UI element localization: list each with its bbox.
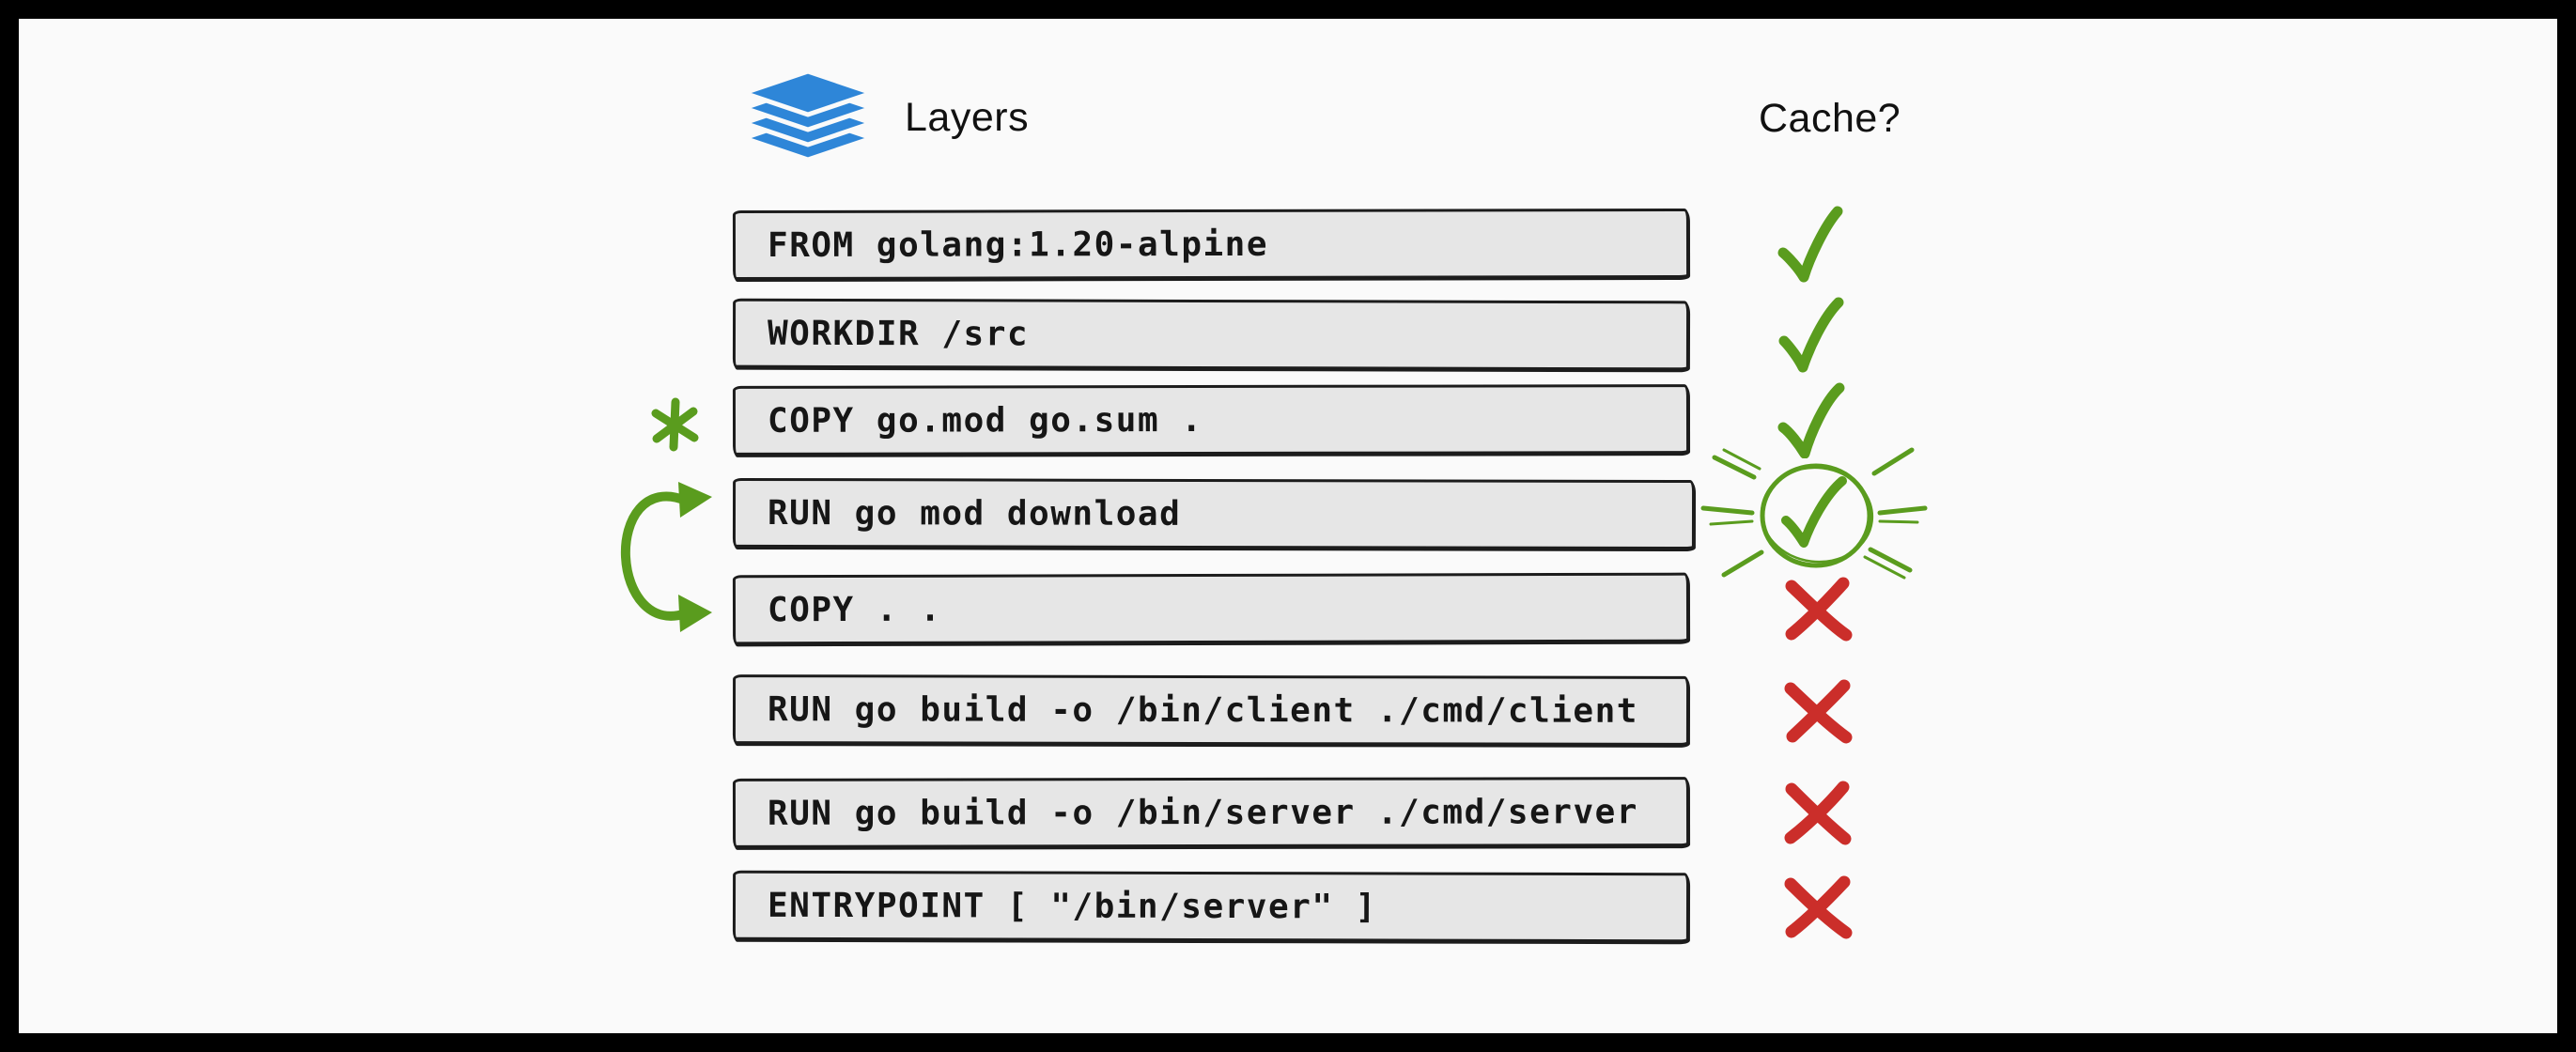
instruction-box-build-server: RUN go build -o /bin/server ./cmd/server xyxy=(732,777,1690,848)
cache-hit-check-icon xyxy=(1774,294,1845,378)
instruction-box-build-client: RUN go build -o /bin/client ./cmd/client xyxy=(732,674,1690,746)
instruction-label: RUN go build -o /bin/server ./cmd/server xyxy=(767,792,1638,833)
cache-hit-emphasized-check-icon xyxy=(1675,436,1957,600)
swap-arrow-icon xyxy=(611,475,716,642)
instruction-label: RUN go mod download xyxy=(767,493,1182,534)
asterisk-icon xyxy=(649,397,700,456)
instruction-box-entrypoint: ENTRYPOINT [ "/bin/server" ] xyxy=(732,870,1690,943)
cache-hit-check-icon xyxy=(1774,204,1845,287)
cache-hit-check-icon xyxy=(1774,379,1845,463)
instruction-box-workdir: WORKDIR /src xyxy=(732,298,1690,371)
cache-column-title: Cache? xyxy=(1759,96,1901,141)
instruction-label: FROM golang:1.20-alpine xyxy=(767,224,1269,265)
layers-column-title: Layers xyxy=(905,95,1030,140)
instruction-label: RUN go build -o /bin/client ./cmd/client xyxy=(767,689,1638,731)
instruction-box-from: FROM golang:1.20-alpine xyxy=(732,208,1690,281)
instruction-box-copy-gomod: COPY go.mod go.sum . xyxy=(732,384,1690,456)
instruction-box-copy-all: COPY . . xyxy=(732,572,1690,645)
cache-miss-x-icon xyxy=(1781,874,1856,946)
cache-miss-x-icon xyxy=(1781,677,1856,750)
instruction-label: COPY . . xyxy=(767,590,942,629)
cache-miss-x-icon xyxy=(1781,780,1856,852)
cache-miss-x-icon xyxy=(1781,576,1856,648)
instruction-box-run-download: RUN go mod download xyxy=(732,477,1696,550)
layers-icon xyxy=(741,69,875,166)
instruction-label: ENTRYPOINT [ "/bin/server" ] xyxy=(767,886,1377,926)
instruction-label: WORKDIR /src xyxy=(767,314,1030,353)
instruction-label: COPY go.mod go.sum . xyxy=(767,400,1203,441)
